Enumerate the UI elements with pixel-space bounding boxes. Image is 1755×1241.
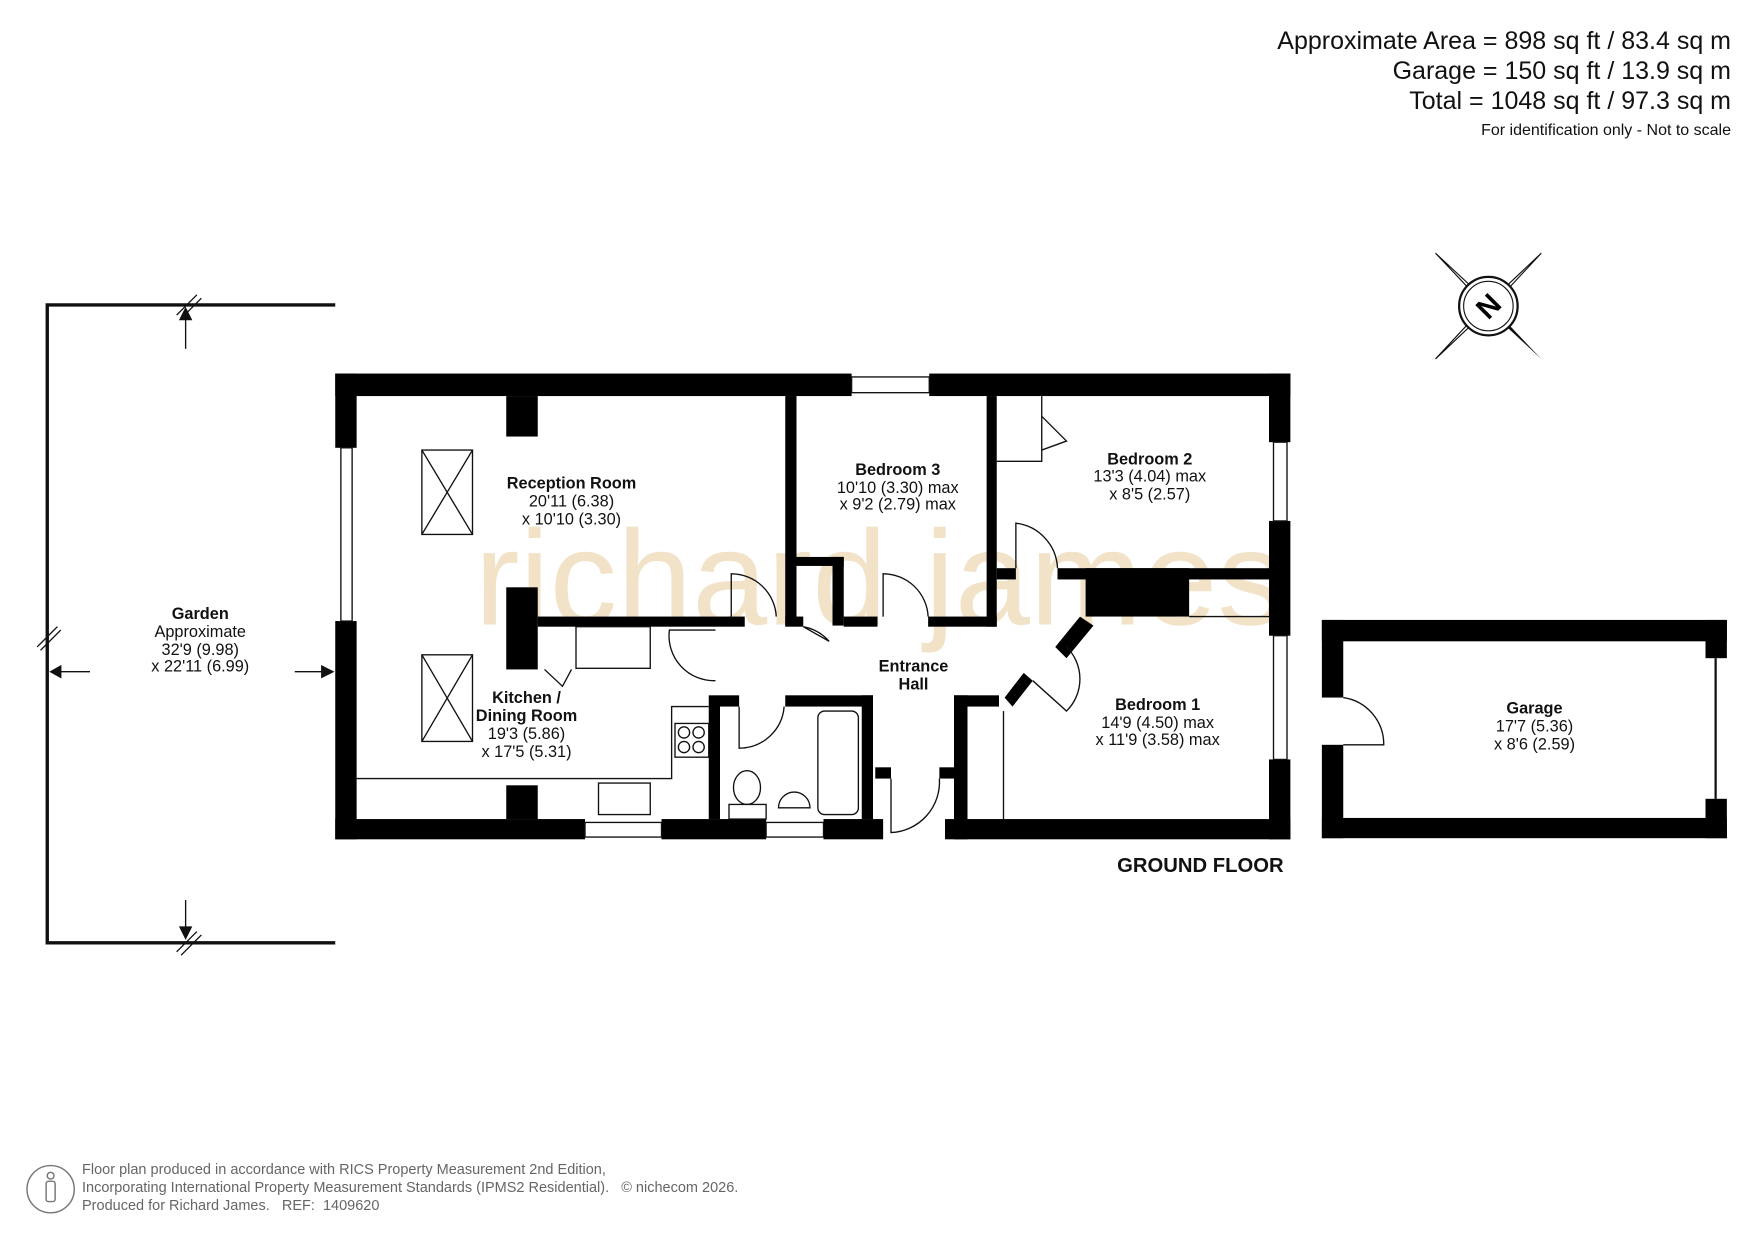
footer-line1: Floor plan produced in accordance with R… xyxy=(82,1162,606,1178)
approximate-area: Approximate Area = 898 sq ft / 83.4 sq m xyxy=(1277,27,1731,55)
garden-l2: 32'9 (9.98) xyxy=(162,641,239,659)
garden-name: Garden xyxy=(172,605,229,623)
bedroom2-l1: 13'3 (4.04) max xyxy=(1093,468,1206,486)
bedroom2-l2: x 8'5 (2.57) xyxy=(1109,486,1190,504)
bedroom3-l2: x 9'2 (2.79) max xyxy=(840,496,956,514)
hall-name1: Entrance xyxy=(879,658,949,676)
garage-area: Garage = 150 sq ft / 13.9 sq m xyxy=(1392,57,1731,85)
room-bedroom2: Bedroom 2 13'3 (4.04) max x 8'5 (2.57) xyxy=(1093,451,1206,504)
reception-l1: 20'11 (6.38) xyxy=(529,492,614,510)
room-garage: Garage 17'7 (5.36) x 8'6 (2.59) xyxy=(1494,699,1575,753)
bedroom3-l1: 10'10 (3.30) max xyxy=(837,479,959,497)
bedroom1-name: Bedroom 1 xyxy=(1115,696,1200,714)
dimension-arrows xyxy=(36,294,335,956)
bedroom2-name: Bedroom 2 xyxy=(1107,451,1192,469)
bedroom1-l2: x 11'9 (3.58) max xyxy=(1096,731,1220,749)
reception-name: Reception Room xyxy=(507,474,636,492)
room-bedroom1: Bedroom 1 14'9 (4.50) max x 11'9 (3.58) … xyxy=(1096,696,1220,749)
garage-name: Garage xyxy=(1506,699,1562,717)
footer: Floor plan produced in accordance with R… xyxy=(82,1161,738,1215)
footer-copyright: © nichecom 2026. xyxy=(621,1180,739,1196)
footer-line3: Produced for Richard James. REF: 1409620 xyxy=(82,1198,380,1214)
kitchen-name1: Kitchen / xyxy=(492,689,561,707)
footer-line2: Incorporating International Property Mea… xyxy=(82,1180,610,1196)
bedroom3-name: Bedroom 3 xyxy=(855,461,940,479)
room-kitchen: Kitchen / Dining Room 19'3 (5.86) x 17'5… xyxy=(476,689,577,761)
room-bedroom3: Bedroom 3 10'10 (3.30) max x 9'2 (2.79) … xyxy=(837,461,959,514)
garden-outline xyxy=(45,303,336,945)
total-area: Total = 1048 sq ft / 97.3 sq m xyxy=(1409,87,1731,115)
area-summary: Approximate Area = 898 sq ft / 83.4 sq m… xyxy=(1277,26,1731,140)
floor-label: GROUND FLOOR xyxy=(1117,855,1284,877)
hall-name2: Hall xyxy=(899,676,929,694)
room-reception: Reception Room 20'11 (6.38) x 10'10 (3.3… xyxy=(507,474,636,528)
kitchen-name2: Dining Room xyxy=(476,707,577,725)
garage-l2: x 8'6 (2.59) xyxy=(1494,735,1575,753)
scale-note: For identification only - Not to scale xyxy=(1481,122,1731,139)
bedroom1-l1: 14'9 (4.50) max xyxy=(1101,714,1214,732)
garden-l1: Approximate xyxy=(155,623,246,641)
windows-and-fixtures xyxy=(340,376,1717,838)
room-hall: Entrance Hall xyxy=(879,658,949,694)
kitchen-l2: x 17'5 (5.31) xyxy=(481,743,571,761)
kitchen-l1: 19'3 (5.86) xyxy=(488,725,565,743)
garage-l1: 17'7 (5.36) xyxy=(1496,717,1573,735)
room-garden: Garden Approximate 32'9 (9.98) x 22'11 (… xyxy=(151,605,249,676)
north-compass-icon: N xyxy=(1435,252,1542,360)
garden-l3: x 22'11 (6.99) xyxy=(151,658,249,676)
person-icon xyxy=(26,1164,75,1214)
reception-l2: x 10'10 (3.30) xyxy=(522,510,621,528)
walls xyxy=(335,373,1727,840)
